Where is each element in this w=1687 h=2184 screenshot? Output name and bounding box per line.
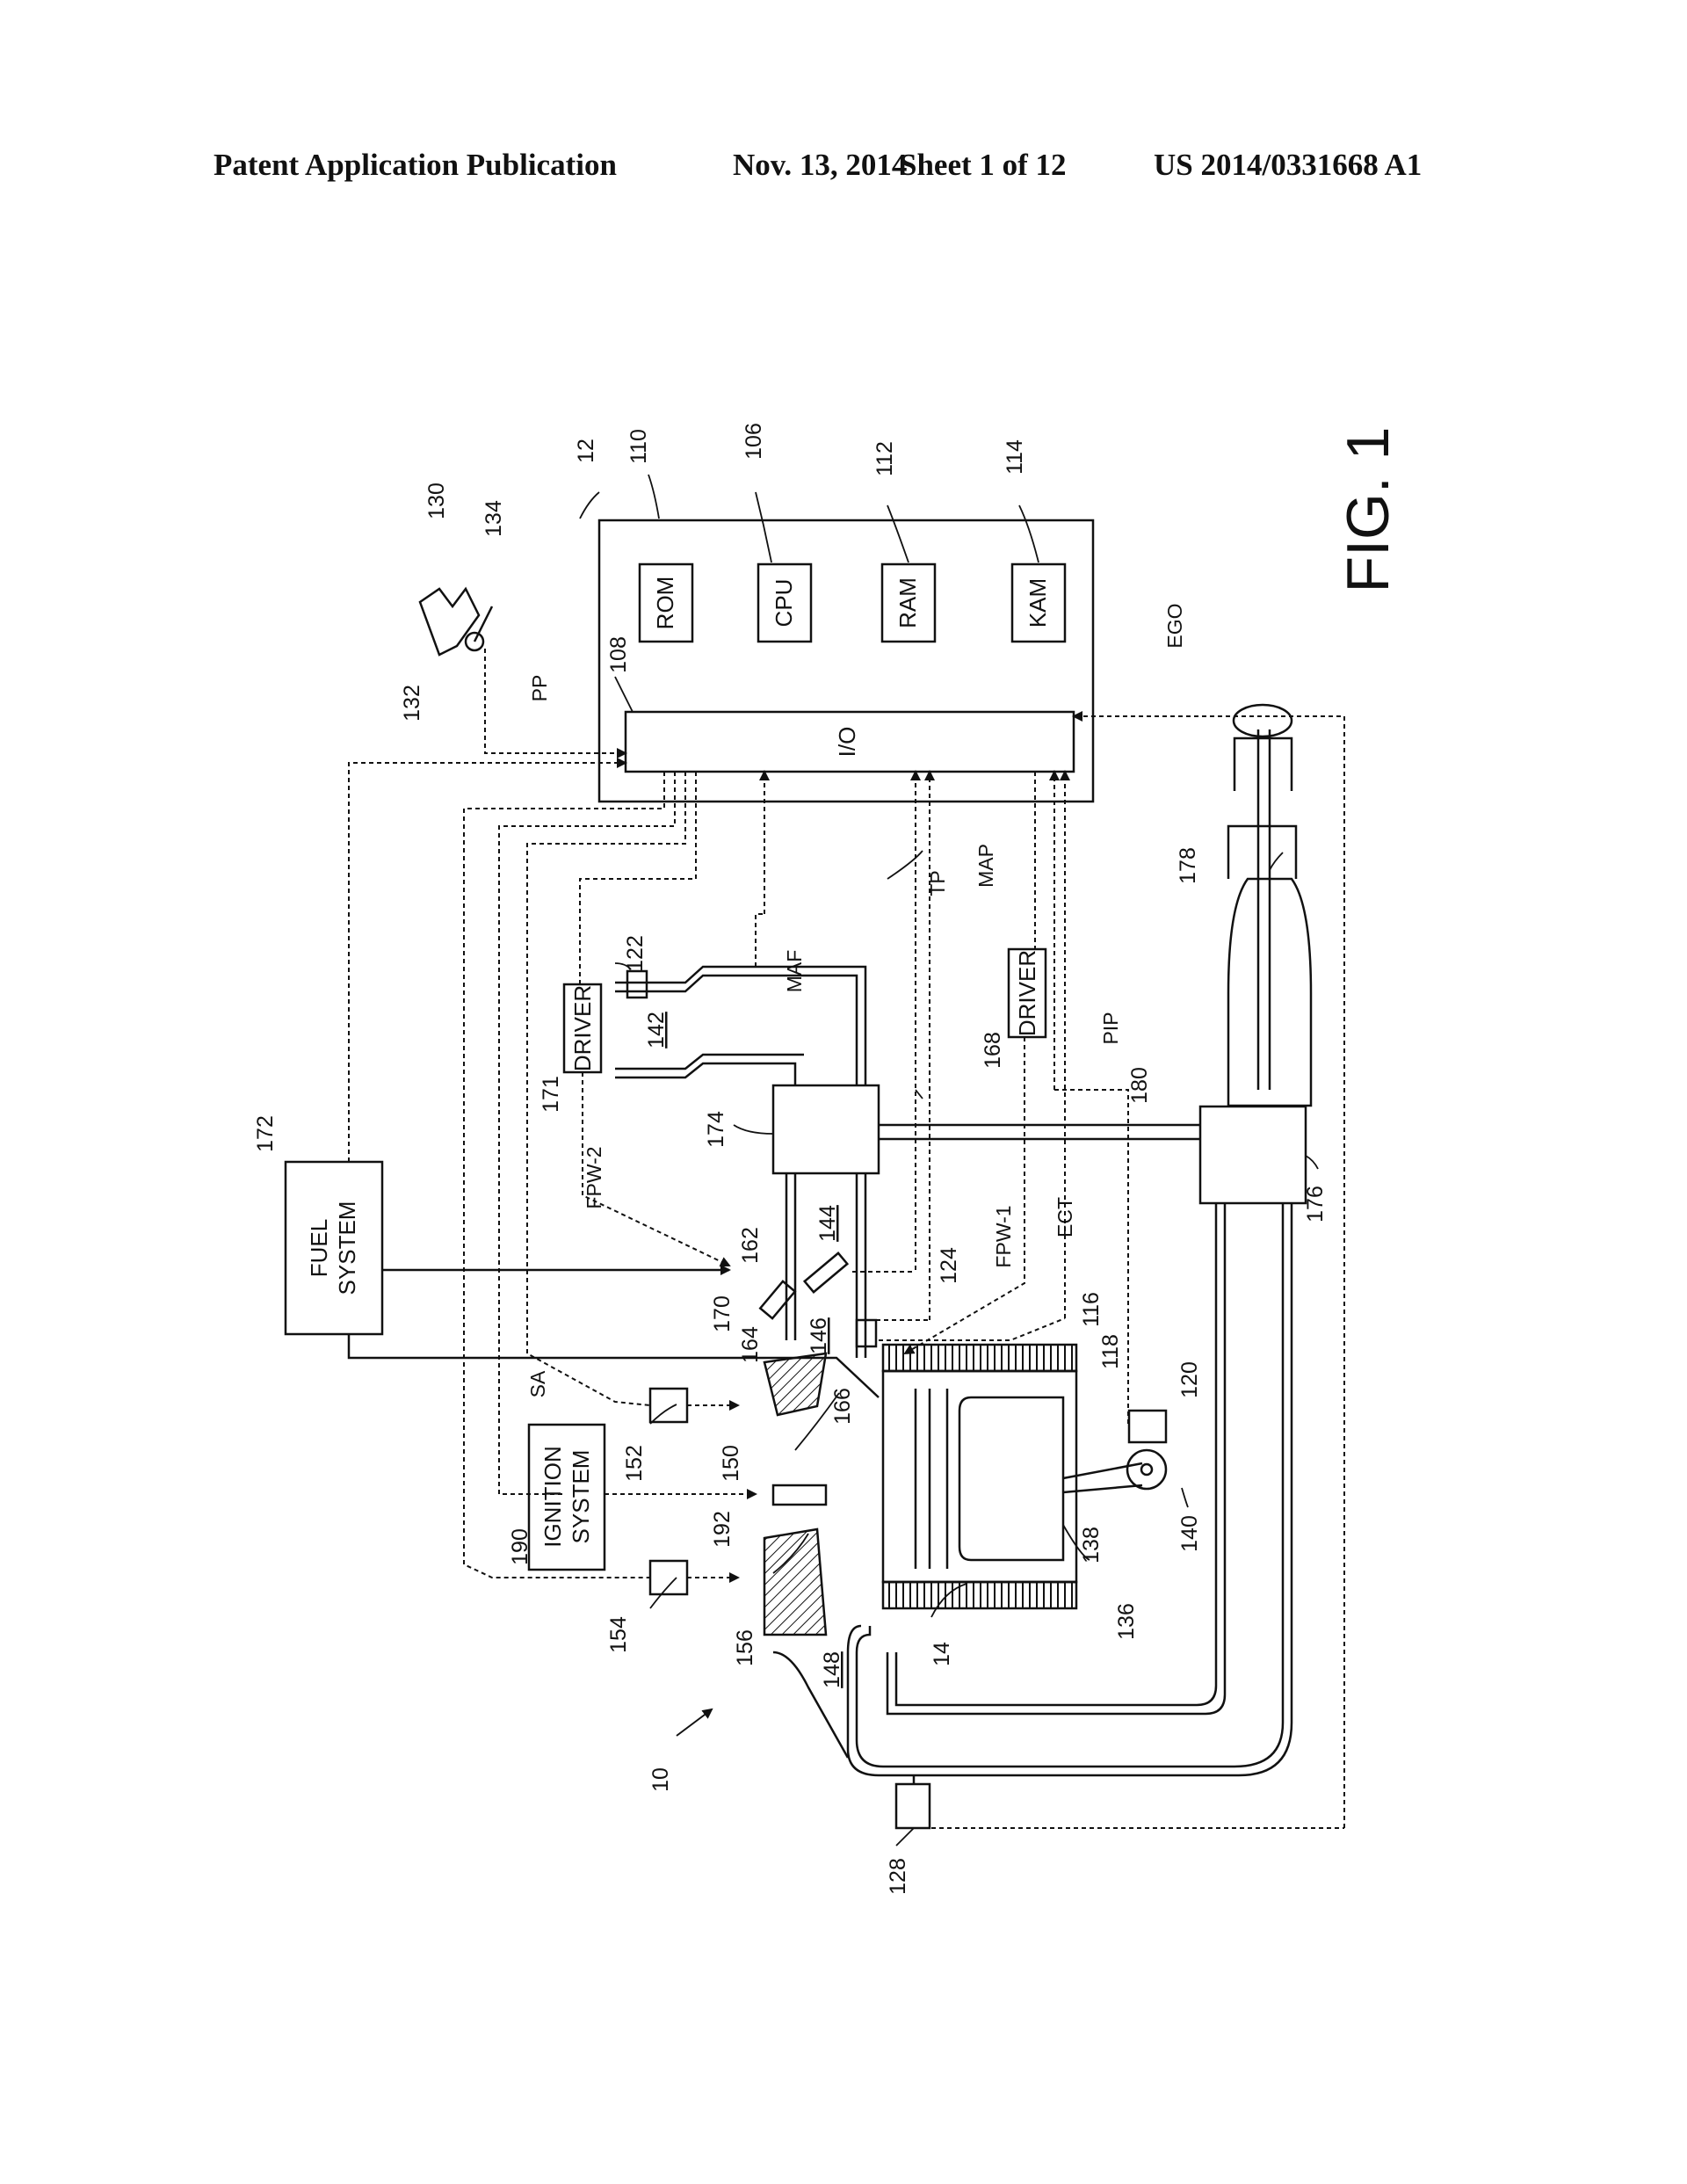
- ignition-system-box: [527, 1423, 606, 1571]
- cylinder-head: [763, 1352, 828, 1417]
- signal-fpw-1: FPW-1: [992, 1205, 1015, 1267]
- ref-146: 146: [807, 1317, 831, 1354]
- ref-171: 171: [539, 1076, 563, 1113]
- page-header: Patent Application Publication Nov. 13, …: [0, 148, 1687, 192]
- intake-passage: [615, 965, 867, 1085]
- ram-label: RAM: [894, 577, 921, 628]
- fuel-system-box: [284, 1160, 384, 1336]
- figure-label: FIG. 1: [1335, 427, 1401, 593]
- ref-178: 178: [1176, 847, 1200, 884]
- publication-date: Nov. 13, 2014: [733, 148, 908, 182]
- accelerator-pedal-130: [418, 586, 481, 657]
- rom-box: [638, 562, 694, 643]
- crankshaft-140: [1126, 1448, 1168, 1491]
- ref-10: 10: [648, 1767, 673, 1792]
- ref-134: 134: [481, 500, 506, 537]
- signal-tp: TP: [926, 870, 949, 896]
- ref-162: 162: [738, 1227, 763, 1264]
- ref-168: 168: [981, 1032, 1005, 1069]
- map-sensor-124: [855, 1318, 878, 1348]
- ref-174: 174: [704, 1111, 728, 1148]
- ref-108: 108: [606, 636, 631, 673]
- signal-fpw-2: FPW-2: [583, 1146, 605, 1208]
- ref-170: 170: [710, 1295, 735, 1332]
- signal-sa: SA: [526, 1370, 549, 1397]
- fuel-system-label-1: FUEL: [306, 1219, 332, 1277]
- signal-map: MAP: [974, 844, 997, 888]
- kam-label: KAM: [1025, 578, 1051, 628]
- kam-box: [1010, 562, 1067, 643]
- io-label: I/O: [834, 727, 860, 758]
- exhaust-valve-actuator-154: [648, 1559, 689, 1596]
- ref-164: 164: [738, 1326, 763, 1363]
- ref-124: 124: [937, 1247, 961, 1284]
- ref-152: 152: [622, 1445, 647, 1482]
- ref-150: 150: [719, 1445, 743, 1482]
- ref-130: 130: [424, 483, 449, 519]
- controller-box: [597, 519, 1095, 803]
- ref-140: 140: [1177, 1515, 1202, 1552]
- ref-142: 142: [644, 1012, 669, 1048]
- ref-116: 116: [1079, 1292, 1104, 1327]
- injector-170: [758, 1280, 797, 1320]
- compressor-174: [771, 1084, 880, 1175]
- ref-120: 120: [1177, 1361, 1202, 1398]
- signal-maf: MAF: [783, 950, 806, 993]
- fuel-system-label-2: SYSTEM: [334, 1201, 360, 1295]
- ignition-system-label-1: IGNITION: [539, 1446, 566, 1548]
- ref-154: 154: [606, 1616, 631, 1653]
- sheet-number: Sheet 1 of 12: [900, 148, 1067, 182]
- cylinder-14: [881, 1369, 1078, 1584]
- ref-122: 122: [623, 935, 648, 972]
- signal-pp: PP: [528, 675, 551, 702]
- ref-132: 132: [400, 685, 424, 722]
- ref-176: 176: [1303, 1186, 1328, 1223]
- ref-110: 110: [626, 429, 651, 464]
- ref-118: 118: [1098, 1334, 1123, 1369]
- ref-166: 166: [830, 1388, 855, 1425]
- ref-128: 128: [886, 1858, 910, 1895]
- io-box: [624, 710, 1075, 773]
- ref-180: 180: [1127, 1067, 1152, 1104]
- driver-box-lower: [1007, 947, 1047, 1039]
- maf-sensor-122: [626, 969, 648, 999]
- ref-112: 112: [872, 441, 897, 476]
- ref-190: 190: [508, 1528, 532, 1565]
- throttle-162: [802, 1252, 850, 1294]
- rom-label: ROM: [652, 577, 678, 630]
- turbine-176: [1198, 1105, 1307, 1205]
- ignition-system-label-2: SYSTEM: [568, 1450, 594, 1544]
- piston-138: [958, 1396, 1065, 1562]
- exhaust-passage-148: [894, 1203, 1218, 1707]
- signal-ego: EGO: [1163, 603, 1186, 648]
- ram-box: [880, 562, 937, 643]
- driver-label-upper: DRIVER: [569, 985, 596, 1071]
- driver-label-lower: DRIVER: [1014, 950, 1040, 1036]
- ref-192: 192: [710, 1511, 735, 1548]
- signal-pip: PIP: [1099, 1012, 1122, 1044]
- ref-172: 172: [253, 1115, 278, 1152]
- signal-ect: ECT: [1053, 1197, 1076, 1237]
- ref-156: 156: [733, 1629, 757, 1666]
- intake-valve-actuator-152: [648, 1387, 689, 1424]
- ref-106: 106: [742, 423, 766, 460]
- spark-plug-192: [771, 1484, 828, 1506]
- ref-114: 114: [1003, 439, 1027, 475]
- ego-sensor-128: [894, 1782, 931, 1830]
- ref-148: 148: [820, 1651, 844, 1688]
- cpu-box: [757, 562, 813, 643]
- ref-144: 144: [815, 1205, 840, 1242]
- ref-136: 136: [1114, 1603, 1139, 1640]
- publication-number: US 2014/0331668 A1: [1154, 148, 1423, 182]
- ref-138: 138: [1079, 1527, 1104, 1564]
- catalyst-178: [1227, 877, 1313, 1107]
- ref-14: 14: [930, 1642, 954, 1666]
- sensor-120: [1127, 1409, 1168, 1444]
- ref-12: 12: [574, 439, 598, 463]
- publication-type: Patent Application Publication: [214, 148, 617, 182]
- cpu-label: CPU: [771, 579, 797, 628]
